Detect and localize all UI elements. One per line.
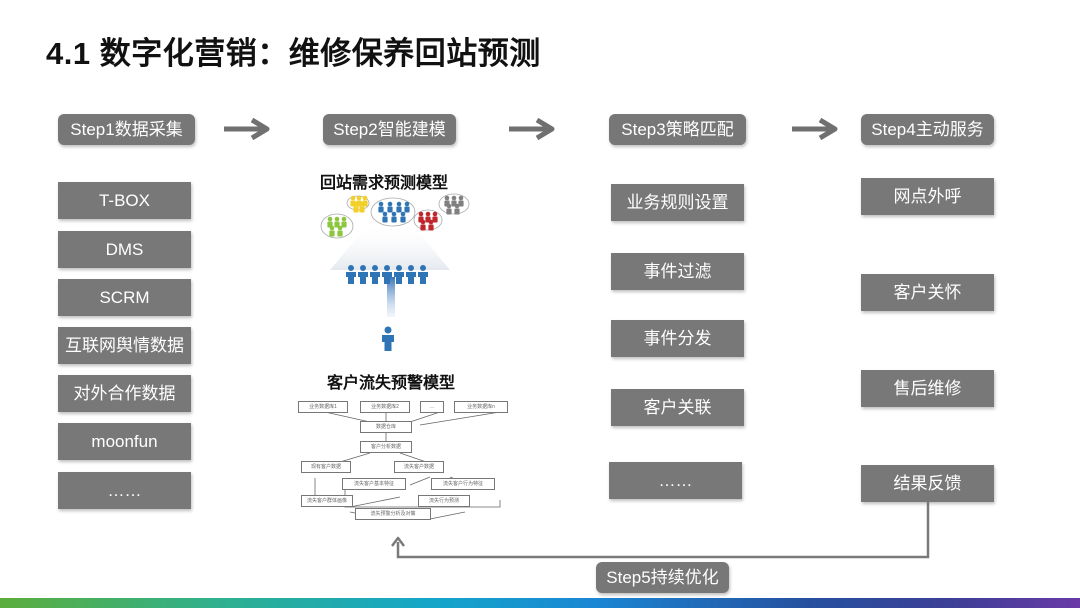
flowchart-node: 流失客户行为特征 xyxy=(431,478,495,490)
data-source-partner: 对外合作数据 xyxy=(58,375,191,412)
data-source-more: …… xyxy=(58,472,191,509)
step1-header: Step1数据采集 xyxy=(58,114,195,145)
strategy-more: …… xyxy=(609,462,742,499)
step3-header: Step3策略匹配 xyxy=(609,114,746,145)
data-source-internet-sentiment: 互联网舆情数据 xyxy=(58,327,191,364)
data-source-moonfun: moonfun xyxy=(58,423,191,460)
flowchart-node: 流失预警分析及对策 xyxy=(355,508,431,520)
flowchart-node: 现有客户数据 xyxy=(301,461,351,473)
flowchart-node: 业务数据库1 xyxy=(298,401,348,413)
flowchart-node: 客户分析数据 xyxy=(360,441,412,453)
right-arrow-icon xyxy=(224,117,270,141)
flowchart-node: 数据仓库 xyxy=(360,421,412,433)
page-title: 4.1 数字化营销：维修保养回站预测 xyxy=(46,36,541,71)
service-outbound-call: 网点外呼 xyxy=(861,178,994,215)
data-source-dms: DMS xyxy=(58,231,191,268)
people-group-icon xyxy=(320,193,470,317)
return-demand-model-title: 回站需求预测模型 xyxy=(320,175,449,192)
service-customer-care: 客户关怀 xyxy=(861,274,994,311)
person-icon xyxy=(382,326,394,351)
right-arrow-icon xyxy=(792,117,838,141)
flowchart-node: 流失客户群体画像 xyxy=(301,495,353,507)
data-source-tbox: T-BOX xyxy=(58,182,191,219)
strategy-event-filter: 事件过滤 xyxy=(611,253,744,290)
strategy-customer-link: 客户关联 xyxy=(611,389,744,426)
service-after-sales-repair: 售后维修 xyxy=(861,370,994,407)
data-source-scrm: SCRM xyxy=(58,279,191,316)
service-result-feedback: 结果反馈 xyxy=(861,465,994,502)
flowchart-node: 流失行为预测 xyxy=(418,495,470,507)
flowchart-node: 业务数据库2 xyxy=(360,401,410,413)
step2-header: Step2智能建模 xyxy=(323,114,456,145)
feedback-loop-arrow xyxy=(391,502,930,559)
flowchart-node: … xyxy=(420,401,444,413)
right-arrow-icon xyxy=(509,117,555,141)
strategy-event-dispatch: 事件分发 xyxy=(611,320,744,357)
step4-header: Step4主动服务 xyxy=(861,114,994,145)
flowchart-node: 流失客户基本特征 xyxy=(342,478,406,490)
churn-warning-model-title: 客户流失预警模型 xyxy=(327,375,456,392)
flowchart-node: 流失客户数据 xyxy=(394,461,444,473)
decorative-gradient-bar xyxy=(0,598,1080,608)
strategy-business-rules: 业务规则设置 xyxy=(611,184,744,221)
step5-header: Step5持续优化 xyxy=(596,562,729,593)
flowchart-node: 业务数据库n xyxy=(454,401,508,413)
